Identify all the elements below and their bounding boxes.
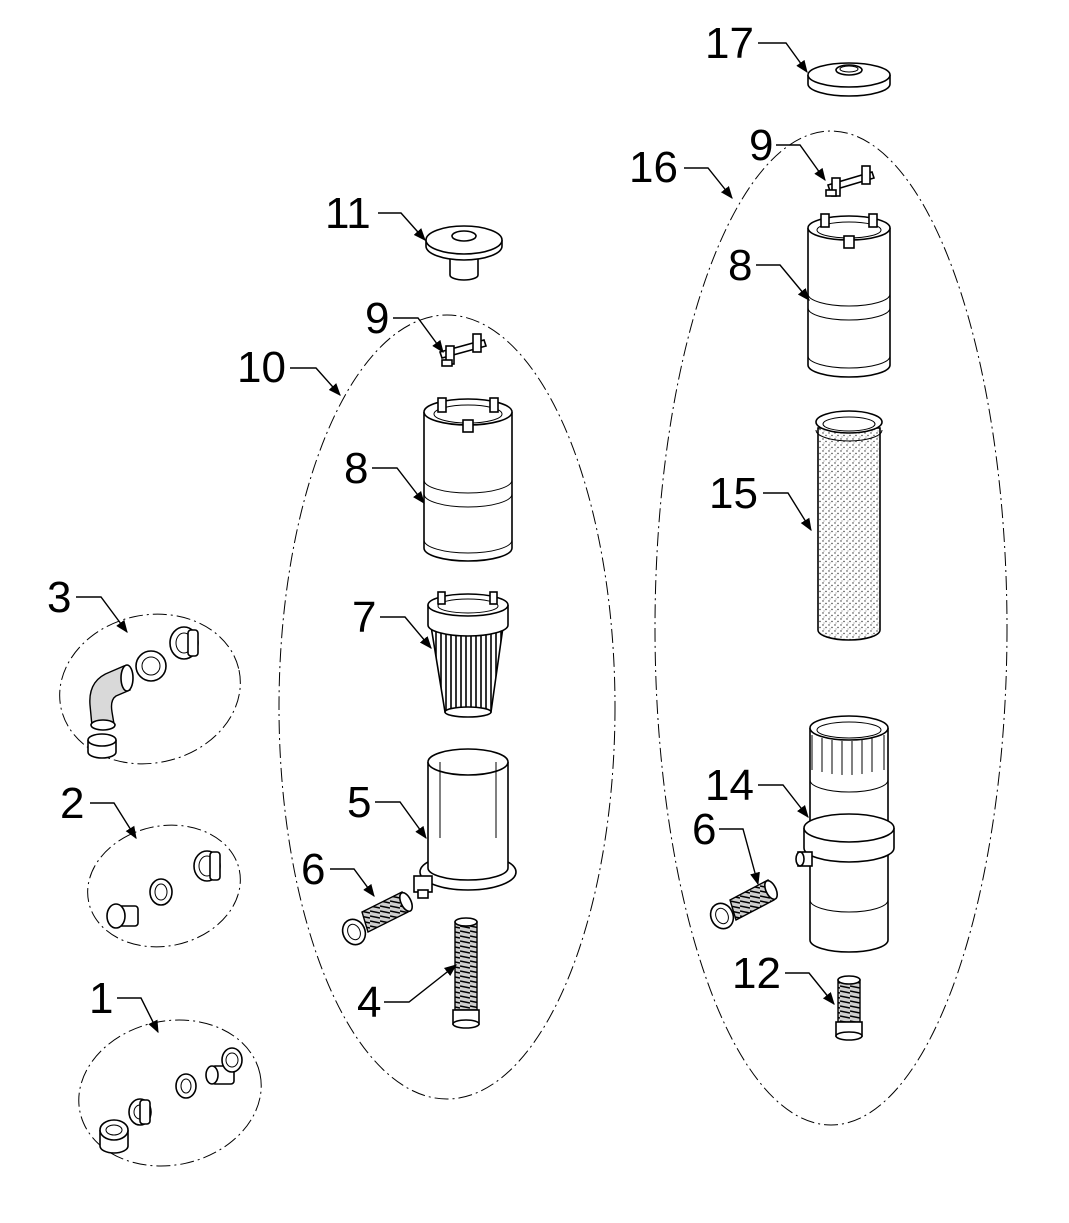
callout-6-left: 6 <box>301 845 325 894</box>
part-2-bulkhead-kit <box>106 850 221 929</box>
callout-5: 5 <box>347 778 371 827</box>
callout-1: 1 <box>89 974 113 1023</box>
part-11-cap <box>425 225 503 281</box>
part-1-union-kit <box>99 1047 243 1154</box>
part-6-fitting-left <box>341 891 413 946</box>
group-16-outline <box>654 130 1008 1126</box>
callout-3: 3 <box>47 573 71 622</box>
callout-15: 15 <box>709 469 758 518</box>
part-9-clip-right <box>825 165 876 197</box>
callout-12: 12 <box>732 949 781 998</box>
callout-10: 10 <box>237 343 286 392</box>
part-14-body <box>795 715 895 953</box>
callout-9-right: 9 <box>749 121 773 170</box>
callout-8-right: 8 <box>728 241 752 290</box>
callout-4: 4 <box>357 978 381 1027</box>
part-6-fitting-right <box>709 878 778 930</box>
callout-leaders <box>76 42 835 1034</box>
group-1-outline <box>78 1019 262 1167</box>
callout-11: 11 <box>325 189 371 238</box>
group-2-outline <box>87 824 241 948</box>
part-15-foam-cartridge <box>815 410 883 641</box>
callout-17: 17 <box>705 19 754 68</box>
callout-6-right: 6 <box>692 805 716 854</box>
part-12-threaded-tube <box>835 975 863 1041</box>
part-7-strainer-basket <box>427 591 509 718</box>
group-10-outline <box>278 314 616 1100</box>
part-9-clip-left <box>438 333 488 367</box>
part-8-housing-left <box>423 397 513 562</box>
callout-9-left: 9 <box>365 294 389 343</box>
part-3-elbow-kit <box>87 626 199 759</box>
callout-7: 7 <box>352 593 376 642</box>
group-3-outline <box>59 613 241 765</box>
part-8-housing-right <box>807 213 891 378</box>
callout-14: 14 <box>705 761 754 810</box>
callout-8-left: 8 <box>344 444 368 493</box>
part-4-threaded-tube <box>452 917 480 1029</box>
callout-2: 2 <box>60 779 84 828</box>
callout-16: 16 <box>629 143 678 192</box>
part-5-body <box>413 748 517 899</box>
part-17-cap <box>807 62 891 97</box>
